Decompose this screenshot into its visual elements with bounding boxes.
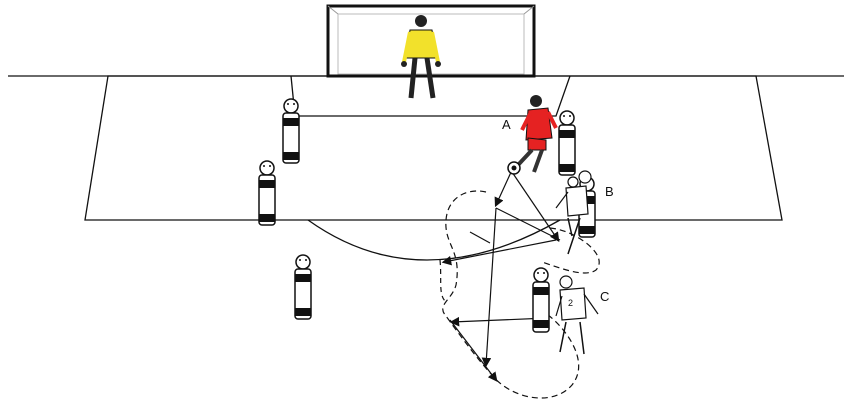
dummy	[283, 99, 299, 163]
pass-line-3	[496, 208, 560, 240]
penalty-arc	[308, 220, 560, 260]
dummy	[259, 161, 275, 225]
pitch-lines	[8, 76, 844, 260]
run-path-outer	[443, 191, 579, 398]
pass-arrow-5	[486, 208, 496, 365]
label-player-b: B	[605, 184, 614, 199]
pass-arrow-1	[496, 170, 512, 205]
label-player-a: A	[502, 117, 511, 132]
dummy	[295, 255, 311, 319]
attacker-red-figure	[518, 95, 556, 172]
teammate-white-figure: 2	[556, 276, 598, 354]
pass-arrow-4	[444, 240, 556, 262]
pass-arrow-2	[512, 172, 558, 240]
soccer-ball	[508, 162, 520, 174]
teammate-white-figure	[556, 171, 591, 254]
svg-text:2: 2	[568, 298, 573, 308]
dummy	[559, 111, 575, 175]
pass-arrow-6	[450, 320, 496, 380]
run-path-small	[440, 260, 446, 302]
label-player-c: C	[600, 289, 609, 304]
dummy	[533, 268, 549, 332]
pass-link	[470, 232, 490, 243]
